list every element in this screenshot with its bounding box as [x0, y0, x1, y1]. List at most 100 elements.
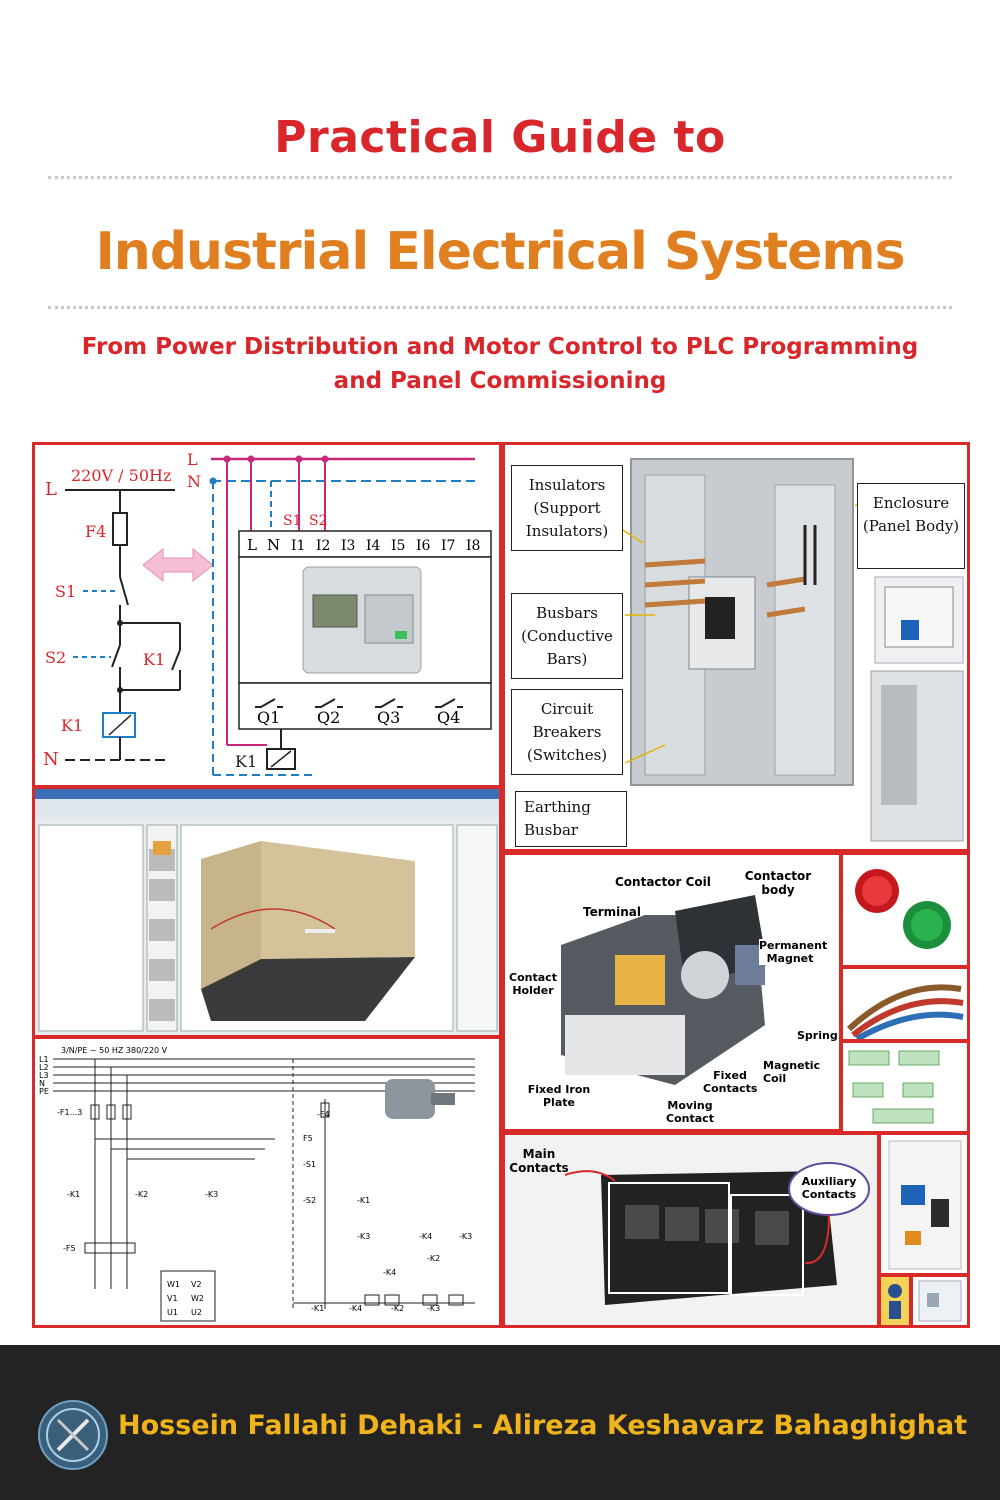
- footer-band: [0, 1345, 1000, 1500]
- motor-terminal-v1: V1: [167, 1294, 178, 1303]
- motor-terminal-u1: U1: [167, 1308, 178, 1317]
- fixed-iron-plate-label: Fixed Iron Plate: [527, 1083, 591, 1109]
- publisher-logo-icon: [38, 1400, 108, 1470]
- plc-input-i6: I6: [416, 538, 431, 554]
- worker-icon: [881, 1277, 909, 1325]
- diagram-label: -F4: [317, 1110, 330, 1119]
- switchgear-panel: Insulators (Support Insulators) Busbars …: [502, 442, 970, 852]
- diagram-label: -F5: [63, 1244, 76, 1253]
- enclosure-label: Enclosure (Panel Body): [857, 483, 965, 569]
- supply-line-l2: L2: [39, 1063, 49, 1072]
- worker-icon-panel: [878, 1274, 912, 1328]
- switch-device-panel: [910, 1274, 970, 1328]
- contactor-illustration: [561, 895, 767, 1085]
- plc-l: L: [247, 536, 257, 554]
- f4-label: F4: [85, 522, 106, 541]
- fixed-contacts-label: Fixed Contacts: [703, 1069, 758, 1095]
- plc-circuit-panel: L 220V / 50Hz F4 S1 K1 S2 K1 N L: [32, 442, 502, 788]
- plc-n: N: [267, 536, 280, 554]
- busbars-label: Busbars (Conductive Bars): [511, 593, 623, 679]
- s2-label: S2: [45, 648, 66, 667]
- plc-input-i5: I5: [391, 538, 405, 554]
- plc-input-i7: I7: [441, 538, 455, 554]
- plc-output-q3: Q3: [377, 708, 400, 727]
- pilot-lamps-photo: [855, 869, 951, 949]
- authors: Hossein Fallahi Dehaki - Alireza Keshava…: [118, 1410, 968, 1441]
- motor-photo: [385, 1079, 435, 1119]
- spring-label: Spring: [797, 1029, 838, 1042]
- output-contact: [375, 698, 403, 708]
- rcd-breaker-panel: [878, 1132, 970, 1276]
- magnetic-coil-label: Magnetic Coil: [763, 1059, 821, 1085]
- motor-terminal-u2: U2: [191, 1308, 202, 1317]
- subtitle-line-2: and Panel Commissioning: [333, 368, 667, 394]
- plc-input-i8: I8: [466, 538, 480, 554]
- supply-line-l3: L3: [39, 1071, 49, 1080]
- plc-circuit-diagram: L 220V / 50Hz F4 S1 K1 S2 K1 N L: [43, 450, 492, 776]
- supply-label: 220V / 50Hz: [71, 466, 171, 485]
- distribution-diagram: [848, 1050, 940, 1124]
- output-contact: [315, 698, 343, 708]
- diagram-label: -K1: [311, 1304, 324, 1313]
- contactor-cutaway-panel: Contactor Coil Contactor body Terminal P…: [502, 852, 842, 1132]
- k1-coil-label: K1: [61, 716, 83, 735]
- permanent-magnet-label: Permanent Magnet: [759, 939, 828, 965]
- subtitle-line-1: From Power Distribution and Motor Contro…: [81, 334, 919, 360]
- title-line-2: Industrial Electrical Systems: [95, 222, 905, 282]
- switchgear-illustration: [614, 458, 964, 842]
- plc-output-q4: Q4: [437, 708, 460, 727]
- main-contacts-label: Main Contacts: [509, 1147, 569, 1175]
- plc-input-i4: I4: [366, 538, 381, 554]
- motor-supply-label: 3/N/PE ~ 50 HZ 380/220 V: [61, 1046, 168, 1055]
- fuse-f4: [112, 512, 128, 546]
- earthing-busbar-label: Earthing Busbar: [515, 791, 627, 847]
- supply-line-n: N: [39, 1079, 45, 1088]
- rcd-breaker-photo: [888, 1140, 962, 1270]
- bus-n-label: N: [187, 472, 201, 491]
- s1-label: S1: [55, 582, 76, 601]
- plc-input-strip: [238, 530, 492, 558]
- diagram-label: -K3: [205, 1190, 218, 1199]
- output-contact: [435, 698, 463, 708]
- pilot-lamps-panel: [840, 852, 970, 968]
- diagram-label: -K2: [427, 1254, 440, 1263]
- circuit-breakers-label: Circuit Breakers (Switches): [511, 689, 623, 775]
- contact-holder-label: Contact Holder: [509, 971, 557, 997]
- software-screenshot-panel: [32, 786, 502, 1038]
- plc-output-q2: Q2: [317, 708, 340, 727]
- l-label: L: [45, 479, 57, 500]
- diagram-label: -K2: [391, 1304, 404, 1313]
- motor-terminal-w1: W1: [167, 1280, 180, 1289]
- s2-top-label: S2: [309, 513, 328, 529]
- diagram-label: -K3: [357, 1232, 370, 1241]
- double-arrow-icon: [142, 547, 214, 583]
- supply-line-pe: PE: [39, 1087, 49, 1096]
- subtitle: From Power Distribution and Motor Contro…: [40, 330, 960, 398]
- diagram-label: -K4: [349, 1304, 362, 1313]
- contactor-coil-label: Contactor Coil: [615, 875, 711, 889]
- diagram-label: -K1: [357, 1196, 370, 1205]
- supply-line-l1: L1: [39, 1055, 49, 1064]
- plc-output-labels: Q1 Q2 Q3 Q4: [255, 698, 463, 727]
- bus-l-label: L: [187, 450, 198, 469]
- s1-top-label: S1: [283, 513, 302, 529]
- cables-panel: [840, 966, 970, 1042]
- plc-input-i1: I1: [291, 538, 305, 554]
- cables-photo: [846, 984, 964, 1039]
- k1-contact-label: K1: [143, 650, 165, 669]
- motor-terminal-v2: V2: [191, 1280, 202, 1289]
- diagram-label: -S2: [303, 1196, 316, 1205]
- distribution-diagram-panel: [840, 1040, 970, 1134]
- diagram-label: -K3: [459, 1232, 472, 1241]
- contactor-body-label: Contactor body: [744, 869, 812, 897]
- switch-device-photo: [918, 1280, 962, 1322]
- diagram-label: F5: [303, 1134, 313, 1143]
- terminal-label: Terminal: [583, 905, 642, 919]
- plc-output-q1: Q1: [257, 708, 280, 727]
- diagram-label: -K4: [419, 1232, 432, 1241]
- diagram-label: -S1: [303, 1160, 316, 1169]
- contacts-photo-panel: Main Contacts Auxiliary Contacts: [502, 1132, 880, 1328]
